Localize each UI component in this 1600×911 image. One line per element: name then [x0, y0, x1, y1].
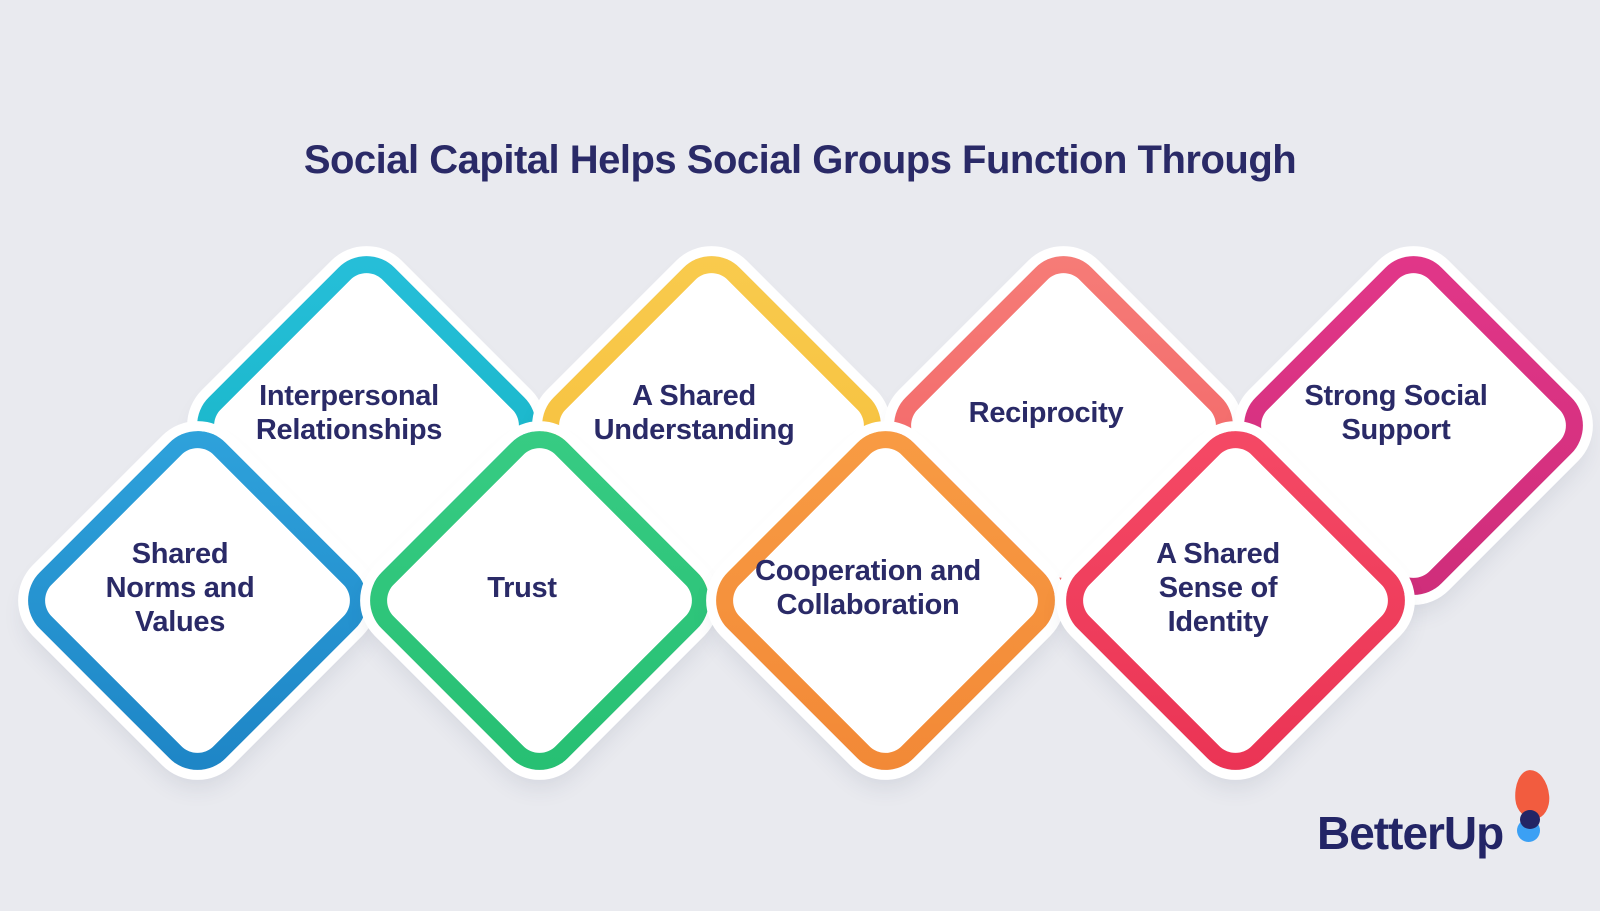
betterup-logo: BetterUp	[1317, 768, 1562, 886]
diamond-shape-red	[1049, 414, 1421, 786]
diamond-cooperation-and-collaboration: Cooperation and Collaboration	[699, 414, 1071, 786]
diamond-shared-norms-and-values: Shared Norms and Values	[11, 414, 383, 786]
diamond-a-shared-sense-of-identity: A Shared Sense of Identity	[1049, 414, 1421, 786]
betterup-wordmark: BetterUp	[1317, 807, 1504, 859]
betterup-mark-icon	[1512, 768, 1557, 848]
mark-navy-dot	[1520, 810, 1540, 829]
page-title: Social Capital Helps Social Groups Funct…	[303, 138, 1297, 182]
diamond-trust: Trust	[353, 414, 725, 786]
diamond-shape-orange	[699, 414, 1071, 786]
diamond-shape-green	[353, 414, 725, 786]
diamond-shape-blue	[11, 414, 383, 786]
